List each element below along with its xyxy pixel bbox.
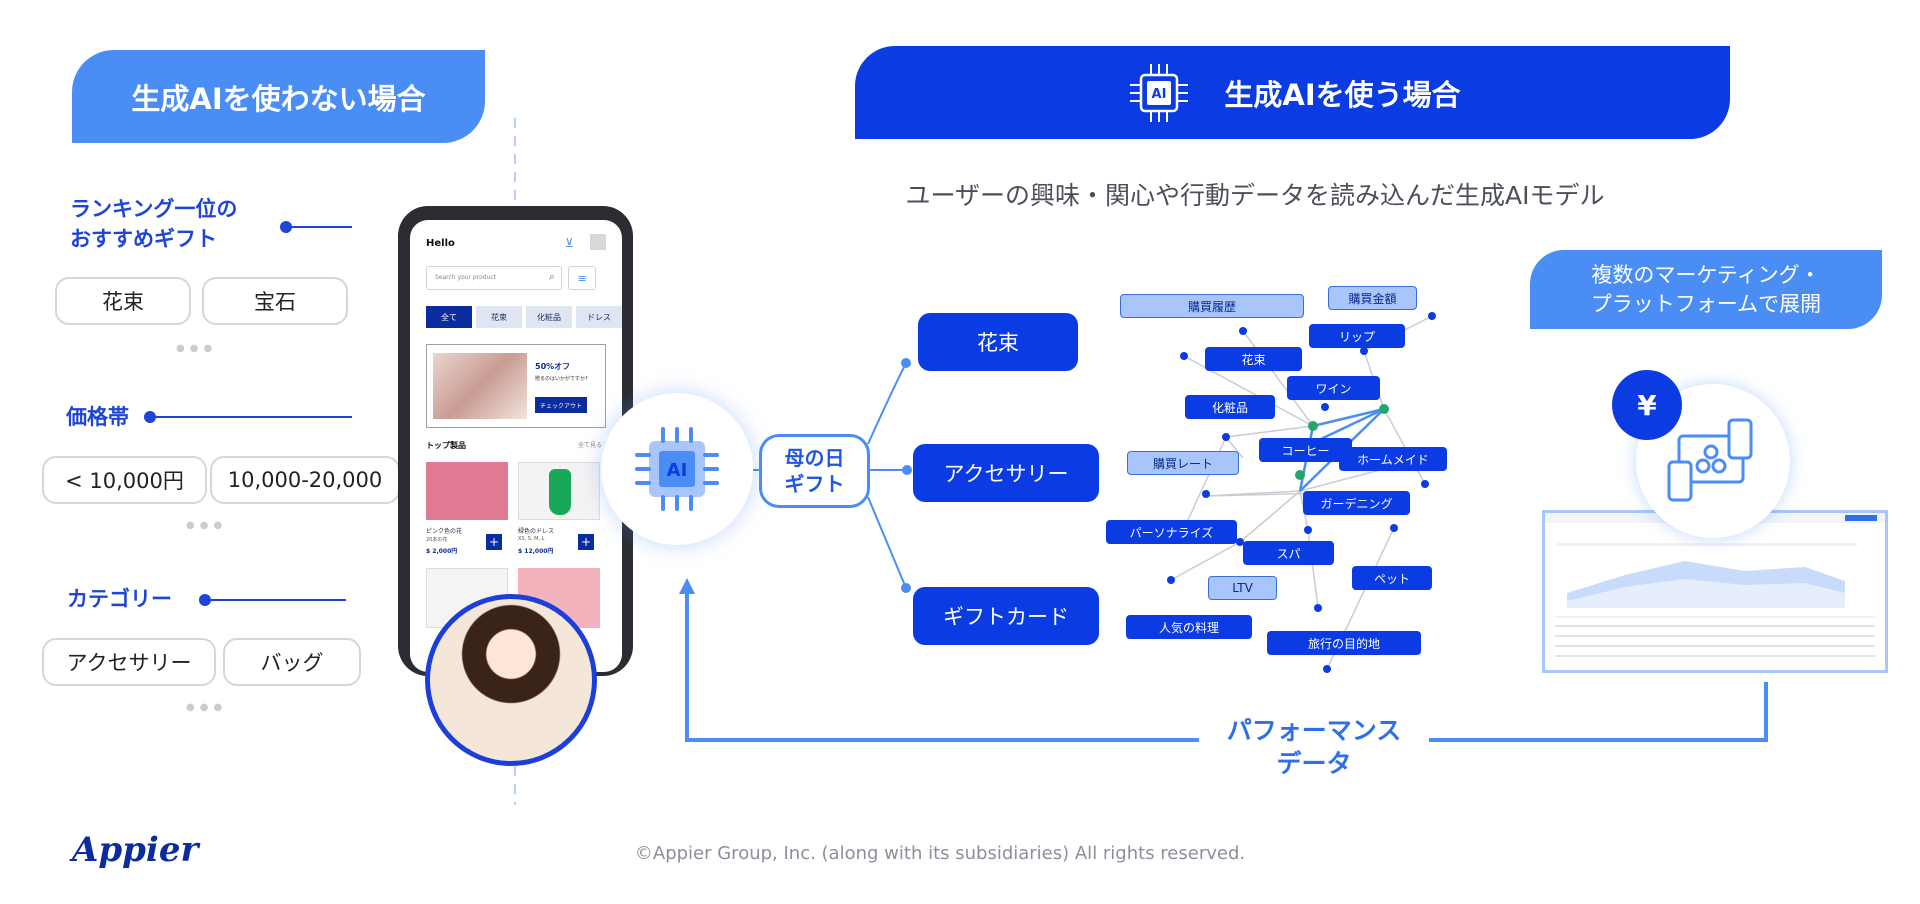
mothers-day-gift-box: 母の日 ギフト [759, 434, 870, 508]
ai-chip-icon: AI [635, 427, 719, 511]
node-cosmetics: 化粧品 [1185, 395, 1275, 419]
price-pill-mid[interactable]: 10,000-20,000 [210, 456, 400, 504]
profile-icon[interactable] [590, 234, 606, 250]
cart-icon[interactable]: ⊻ [565, 236, 574, 250]
yen-bag-icon: ¥ [1612, 370, 1682, 440]
performance-data-label: パフォーマンス データ [1199, 714, 1429, 780]
node-homemade: ホームメイド [1339, 447, 1447, 471]
product-price-2: $ 12,000円 [518, 548, 554, 555]
ai-subtitle: ユーザーの興味・関心や行動データを読み込んだ生成AIモデル [905, 181, 1605, 210]
ranking-label-line1: ランキング一位の [70, 197, 238, 221]
node-purchase-history: 購買履歴 [1120, 294, 1304, 318]
product-sub-1: 20本の花 [426, 537, 448, 543]
checkout-button[interactable]: チェックアウト [535, 397, 587, 413]
filter-icon[interactable]: ≡ [568, 266, 596, 290]
ai-header: AI 生成AIを使う場合 [855, 46, 1730, 139]
ai-chip-icon: AI [1130, 63, 1189, 122]
node-bouquet: 花束 [1205, 347, 1302, 371]
category-accessory[interactable]: アクセサリー [913, 444, 1099, 502]
more-dots: ●●● [186, 520, 228, 531]
node-popular-dish: 人気の料理 [1126, 615, 1252, 639]
banner-text: 贈るのはいかがですか? [535, 376, 588, 382]
devices-icon [1667, 418, 1753, 502]
no-ai-header: 生成AIを使わない場合 [72, 50, 485, 143]
price-pill-low[interactable]: < 10,000円 [42, 456, 207, 504]
search-icon: ⌕ [548, 270, 555, 283]
perf-line1: パフォーマンス [1226, 716, 1402, 745]
see-all-link[interactable]: 全て見る [578, 442, 603, 449]
node-coffee: コーヒー [1259, 438, 1352, 462]
phone-greeting: Hello [426, 238, 455, 249]
price-label: 価格帯 [66, 405, 129, 429]
banner-image [433, 353, 527, 419]
more-dots: ●●● [176, 343, 218, 354]
ai-model-circle: AI [601, 393, 753, 545]
node-travel-destination: 旅行の目的地 [1267, 631, 1421, 655]
node-wine: ワイン [1287, 376, 1380, 400]
ranking-pill-bouquet[interactable]: 花束 [55, 277, 191, 325]
user-avatar [425, 594, 597, 766]
tab-bouquet[interactable]: 花束 [476, 306, 522, 328]
tab-all[interactable]: 全て [426, 306, 472, 328]
marketing-line2: プラットフォームで展開 [1590, 291, 1822, 316]
node-purchase-rate: 購買レート [1127, 451, 1239, 475]
product-image-dress [518, 462, 600, 520]
product-name-1: ピンク色の花 [426, 528, 463, 535]
node-pet: ペット [1352, 566, 1432, 590]
product-image-flower [426, 462, 508, 520]
gift-line2: ギフト [784, 472, 845, 496]
node-lip: リップ [1309, 324, 1405, 348]
category-giftcard[interactable]: ギフトカード [913, 587, 1099, 645]
ranking-pill-jewel[interactable]: 宝石 [202, 277, 348, 325]
product-name-2: 緑色のドレス [518, 528, 555, 535]
product-sub-2: XS, S, M, L [518, 536, 545, 542]
category-label: カテゴリー [67, 587, 172, 611]
node-ltv: LTV [1208, 576, 1277, 600]
promo-banner[interactable]: 50%オフ 贈るのはいかがですか? チェックアウト [426, 344, 606, 428]
appier-logo: Appier [72, 830, 199, 870]
phone-search-placeholder: Search your product [435, 274, 496, 281]
gift-line1: 母の日 [784, 446, 845, 470]
perf-line2: データ [1276, 749, 1352, 778]
ranking-label-line2: おすすめギフト [70, 227, 217, 251]
tab-dress[interactable]: ドレス [576, 306, 622, 328]
node-spa: スパ [1243, 541, 1334, 565]
product-price-1: $ 2,000円 [426, 548, 458, 555]
marketing-line1: 複数のマーケティング・ [1591, 262, 1821, 287]
add-product-button-1[interactable]: + [486, 534, 502, 550]
more-dots: ●●● [186, 702, 228, 713]
category-pill-bag[interactable]: バッグ [223, 638, 361, 686]
marketing-platform-header: 複数のマーケティング・ プラットフォームで展開 [1530, 250, 1882, 329]
add-product-button-2[interactable]: + [578, 534, 594, 550]
category-pill-accessory[interactable]: アクセサリー [42, 638, 216, 686]
tab-cosmetics[interactable]: 化粧品 [526, 306, 572, 328]
copyright-text: ©Appier Group, Inc. (along with its subs… [634, 843, 1246, 864]
ranking-label: ランキング一位の おすすめギフト [70, 194, 237, 254]
phone-search[interactable]: Search your product ⌕ [426, 266, 562, 290]
category-bouquet[interactable]: 花束 [918, 313, 1078, 371]
yen-symbol: ¥ [1637, 388, 1657, 422]
node-gardening: ガーデニング [1303, 491, 1410, 515]
node-purchase-amount: 購買金額 [1328, 286, 1417, 310]
svg-text:AI: AI [1152, 87, 1167, 102]
top-products-label: トップ製品 [426, 441, 466, 450]
svg-text:AI: AI [667, 460, 688, 481]
node-personalize: パーソナライズ [1106, 520, 1237, 544]
ai-header-title: 生成AIを使う場合 [1224, 77, 1461, 112]
dress-shape [549, 469, 571, 515]
banner-title: 50%オフ [535, 362, 571, 371]
